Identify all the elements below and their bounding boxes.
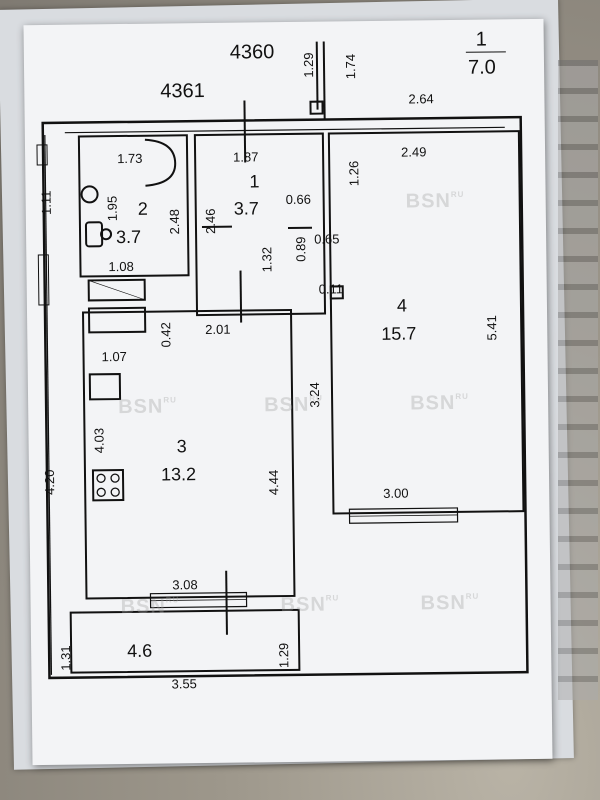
dim-1-29-balcony: 1.29 — [276, 642, 292, 669]
dim-4-20: 4.20 — [41, 469, 58, 496]
floor-plan-drawing — [36, 41, 529, 680]
dim-1-07: 1.07 — [101, 348, 127, 365]
dim-0-89: 0.89 — [293, 236, 309, 262]
dim-3-00: 3.00 — [383, 485, 409, 501]
dim-1-32: 1.32 — [259, 246, 275, 273]
building-number-top: 4360 — [229, 41, 275, 64]
dim-4-44: 4.44 — [265, 469, 282, 496]
dim-4-03: 4.03 — [91, 427, 107, 454]
room-4-area: 15.7 — [381, 323, 417, 344]
watermark: BSNRU — [410, 391, 469, 415]
dim-1-26: 1.26 — [346, 160, 362, 187]
dim-0-66: 0.66 — [285, 191, 312, 208]
fraction-denominator: 7.0 — [467, 56, 496, 79]
dim-1-29-top: 1.29 — [300, 52, 317, 78]
floor-plan-sheet: 4360 4361 1 7.0 1 3.7 2 3.7 3 13.2 4 15.… — [23, 18, 553, 766]
dim-5-41: 5.41 — [484, 315, 500, 341]
balcony-area: 4.6 — [127, 640, 153, 661]
room-1-area: 3.7 — [233, 198, 259, 219]
dim-2-49: 2.49 — [400, 144, 427, 160]
dim-2-48: 2.48 — [166, 208, 183, 235]
dim-2-64: 2.64 — [408, 91, 434, 107]
watermark: BSNRU — [405, 189, 465, 213]
room-2-number: 2 — [137, 198, 148, 219]
binder-edge — [558, 60, 598, 700]
fraction-numerator: 1 — [475, 28, 487, 51]
dim-2-46: 2.46 — [202, 208, 219, 235]
watermark: BSNRU — [280, 593, 340, 617]
watermark: BSNRU — [120, 595, 180, 619]
dim-1-11: 1.11 — [38, 190, 54, 216]
room-4-number: 4 — [396, 295, 408, 316]
building-number-left: 4361 — [160, 79, 205, 103]
watermark: BSNRU — [420, 591, 480, 615]
watermark: BSNRU — [264, 393, 323, 417]
room-2-area: 3.7 — [115, 226, 142, 248]
dim-1-87: 1.87 — [233, 149, 259, 165]
dim-3-08: 3.08 — [172, 577, 198, 593]
dim-2-01: 2.01 — [205, 321, 231, 338]
room-3-area: 13.2 — [160, 464, 197, 485]
dim-0-42: 0.42 — [158, 322, 174, 348]
dim-0-65: 0.65 — [314, 231, 340, 247]
dim-0-11: 0.11 — [318, 281, 344, 297]
dim-1-08: 1.08 — [108, 258, 134, 275]
dim-1-95: 1.95 — [104, 195, 120, 222]
dim-1-74: 1.74 — [342, 53, 359, 80]
dim-1-31: 1.31 — [58, 645, 74, 671]
dim-3-55: 3.55 — [171, 676, 197, 692]
room-1-number: 1 — [249, 171, 260, 192]
room-3-number: 3 — [176, 436, 187, 457]
watermark: BSNRU — [118, 395, 177, 419]
dim-1-73: 1.73 — [117, 150, 143, 167]
